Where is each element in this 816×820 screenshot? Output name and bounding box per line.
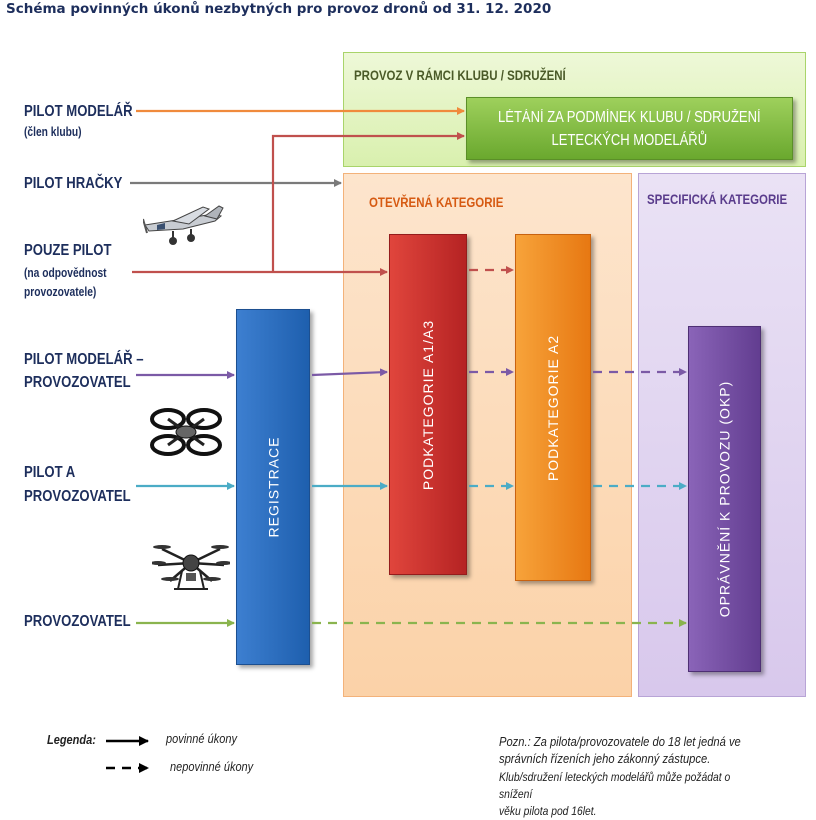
box-registrace: REGISTRACE [236, 309, 310, 665]
hexacopter-icon [152, 545, 230, 590]
legend-dashed-label: nepovinné úkony [170, 760, 254, 774]
actor-pouze-pilot-sub1: (na odpovědnost [24, 266, 107, 280]
box-podkategorie-a1-a3: PODKATEGORIE A1/A3 [389, 234, 467, 575]
box-letani-klub: LÉTÁNÍ ZA PODMÍNEK KLUBU / SDRUŽENÍ LETE… [466, 97, 793, 160]
airplane-icon [143, 205, 224, 245]
actor-pilot-hracky: PILOT HRAČKY [24, 175, 123, 192]
legend-solid-label: povinné úkony [166, 732, 237, 746]
zone-klub-title: PROVOZ V RÁMCI KLUBU / SDRUŽENÍ [354, 67, 566, 83]
footnote-p2: Klub/sdružení leteckých modelářů může po… [499, 770, 731, 818]
arrow-registrace-a1-purple [311, 368, 388, 377]
box-letani-label: LÉTÁNÍ ZA PODMÍNEK KLUBU / SDRUŽENÍ LETE… [498, 108, 761, 149]
footnote: Pozn.: Za pilota/provozovatele do 18 let… [499, 733, 757, 820]
actor-pilot-modelar: PILOT MODELÁŘ [24, 103, 133, 120]
zone-specificka-title: SPECIFICKÁ KATEGORIE [647, 191, 788, 207]
footnote-p1: Pozn.: Za pilota/provozovatele do 18 let… [499, 734, 741, 766]
actor-pouze-pilot-sub2: provozovatele) [24, 285, 97, 299]
arrow-pouze-pilot-letani [271, 132, 465, 272]
actor-pilot-a-provozovatel-2: PROVOZOVATEL [24, 488, 131, 505]
actor-pouze-pilot: POUZE PILOT [24, 242, 112, 259]
actor-pilot-a-provozovatel-1: PILOT A [24, 464, 76, 481]
actor-pilot-modelar-provozovatel-2: PROVOZOVATEL [24, 374, 131, 391]
zone-otevrena-title: OTEVŘENÁ KATEGORIE [369, 194, 504, 210]
actor-pilot-modelar-provozovatel-1: PILOT MODELÁŘ – [24, 351, 144, 368]
legend-title: Legenda: [47, 733, 96, 747]
actor-provozovatel: PROVOZOVATEL [24, 613, 131, 630]
box-podkategorie-a2: PODKATEGORIE A2 [515, 234, 591, 581]
page-title: Schéma povinných úkonů nezbytných pro pr… [6, 1, 552, 17]
actor-pilot-modelar-sub: (člen klubu) [24, 125, 82, 139]
box-opravneni-k-provozu: OPRÁVNĚNÍ K PROVOZU (OKP) [688, 326, 761, 672]
quadcopter-icon [150, 408, 222, 456]
